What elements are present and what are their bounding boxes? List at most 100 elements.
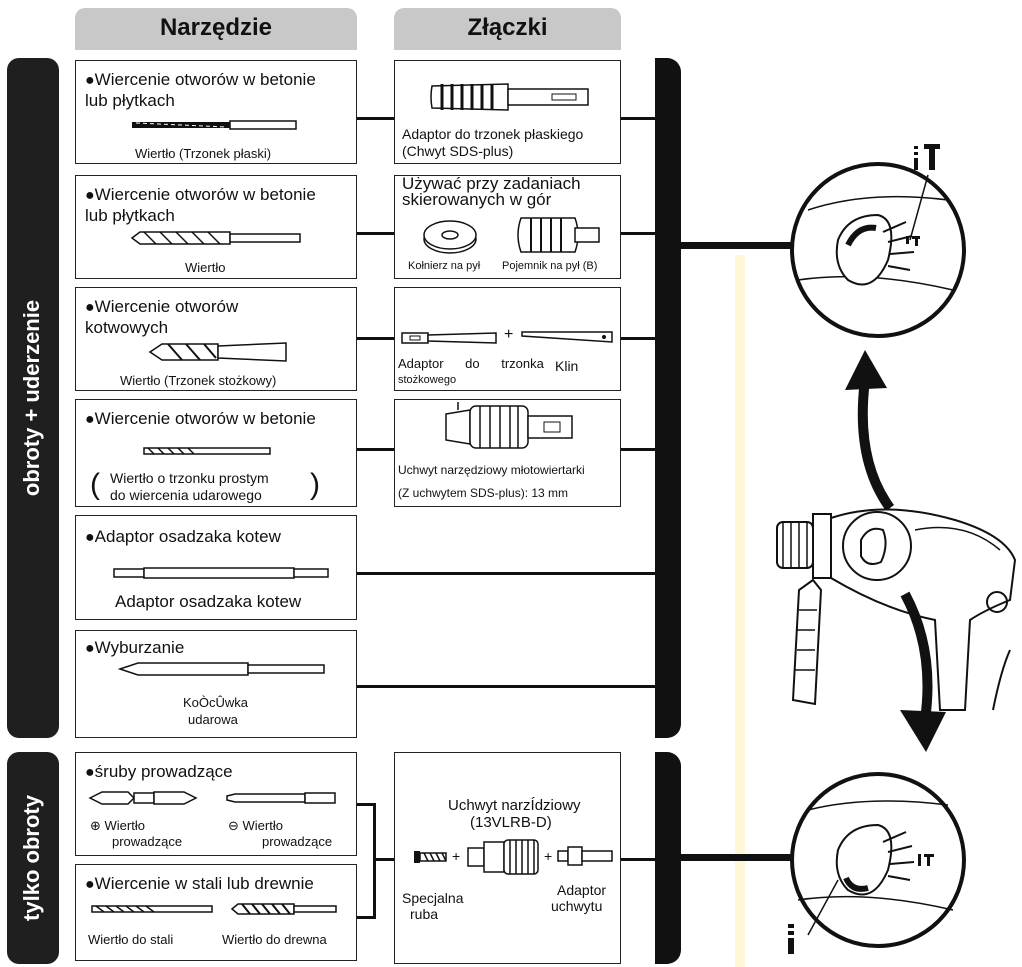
wood-drill-bit-icon bbox=[230, 903, 337, 915]
drill-icon bbox=[776, 508, 1017, 711]
connector bbox=[681, 854, 791, 861]
attachment-caption: stożkowego bbox=[398, 374, 457, 386]
connector bbox=[357, 803, 375, 806]
background-glow bbox=[735, 255, 745, 967]
mode-label-rotation-hammer: obroty + uderzenie bbox=[19, 299, 44, 497]
connector bbox=[357, 572, 657, 575]
attachment-caption: Adaptor do trzonka bbox=[398, 356, 544, 371]
connector bbox=[357, 685, 657, 688]
attachment-caption: (Z uchwytem SDS-plus): 13 mm bbox=[398, 486, 569, 500]
tool-caption: KoÒcÛwka bbox=[183, 695, 249, 710]
attachment-caption: uchwytu bbox=[551, 898, 603, 914]
tool-caption: ⊕ Wiertło bbox=[90, 818, 145, 833]
anchor-setter-adapter-icon bbox=[113, 567, 329, 579]
connector bbox=[357, 337, 394, 340]
attachment-caption: Klin bbox=[555, 358, 579, 374]
tool-caption: do wiercenia udarowego bbox=[110, 487, 262, 503]
tool-title-line2: kotwowych bbox=[85, 318, 169, 337]
arrow-down-icon bbox=[900, 591, 946, 752]
tool-caption: Wiertło do drewna bbox=[222, 932, 327, 947]
tool-caption: prowadzące bbox=[262, 834, 333, 849]
tool-caption: ⊖ Wiertło bbox=[228, 818, 283, 833]
connector bbox=[621, 448, 657, 451]
dust-collector-ring-icon bbox=[423, 220, 477, 254]
bracket bbox=[373, 803, 376, 919]
attachment-caption: Adaptor do trzonek płaskiego bbox=[402, 126, 584, 142]
paren-left: ( bbox=[90, 468, 100, 501]
right-bar-rotation-only bbox=[655, 752, 681, 964]
special-screw-icon bbox=[414, 851, 447, 863]
tool-box-2 bbox=[75, 175, 357, 279]
bull-point-chisel-icon bbox=[117, 662, 325, 676]
sds-flat-drill-bit-icon bbox=[132, 120, 297, 130]
tool-caption: Wiertło o trzonku prostym bbox=[110, 470, 269, 486]
connector bbox=[681, 242, 791, 249]
plus-sign: + bbox=[452, 848, 461, 864]
mode-sidebar-rotation-only bbox=[7, 752, 59, 964]
tool-caption: Wiertło (Trzonek płaski) bbox=[135, 146, 272, 161]
tool-title-line2: lub płytkach bbox=[85, 91, 175, 110]
attachment-caption: Kołnierz na pył bbox=[408, 260, 481, 272]
tool-title: ●Wiercenie otworów bbox=[85, 297, 239, 316]
tool-title: ●Wiercenie otworów w betonie bbox=[85, 70, 316, 89]
tool-title-line2: lub płytkach bbox=[85, 206, 175, 225]
connector bbox=[357, 916, 375, 919]
screwdriver-bit-minus-icon bbox=[226, 792, 336, 804]
keyless-chuck-icon bbox=[467, 839, 539, 875]
attachment-heading: Używać przy zadaniach bbox=[402, 174, 581, 193]
attachment-caption: Specjalna bbox=[402, 890, 464, 906]
connector bbox=[621, 232, 657, 235]
connector bbox=[621, 858, 657, 861]
mode-sidebar-rotation-hammer bbox=[7, 58, 59, 738]
plus-sign: + bbox=[504, 326, 514, 343]
tool-title: ●śruby prowadzące bbox=[85, 762, 233, 781]
drill-mode-icon bbox=[788, 924, 794, 954]
straight-shank-drill-bit-icon bbox=[143, 447, 271, 455]
mode-selector-zoom-drill bbox=[790, 772, 966, 948]
tool-caption: Wiertło do stali bbox=[88, 932, 174, 947]
tool-box-3 bbox=[75, 287, 357, 391]
connector bbox=[357, 117, 394, 120]
arrow-up-icon bbox=[845, 350, 895, 511]
steel-drill-bit-icon bbox=[91, 905, 213, 913]
tool-caption: Wiertło (Trzonek stożkowy) bbox=[120, 373, 277, 388]
tool-title: ●Wiercenie otworów w betonie bbox=[85, 409, 316, 428]
right-bar-rotation-hammer bbox=[655, 58, 681, 738]
connector bbox=[375, 858, 394, 861]
paren-right: ) bbox=[310, 468, 320, 501]
drill-bit-icon bbox=[130, 231, 301, 245]
mode-label-rotation-only: tylko obroty bbox=[19, 795, 44, 921]
tool-caption: Wiertło bbox=[185, 260, 226, 275]
tool-caption: Adaptor osadzaka kotew bbox=[115, 592, 302, 611]
tool-box-1 bbox=[75, 60, 357, 164]
hammer-icon bbox=[914, 144, 940, 170]
attachment-caption: (Chwyt SDS-plus) bbox=[402, 143, 514, 159]
chuck-adapter-icon bbox=[557, 846, 613, 866]
tool-title: ●Wyburzanie bbox=[85, 638, 185, 657]
attachment-caption: Adaptor bbox=[557, 882, 607, 898]
attachment-heading: skierowanych w gór bbox=[402, 190, 552, 209]
connector bbox=[621, 337, 657, 340]
dust-cup-icon bbox=[517, 217, 600, 253]
attachment-box-1 bbox=[394, 60, 621, 164]
tool-box-6 bbox=[75, 630, 357, 738]
plus-sign: + bbox=[544, 848, 553, 864]
screwdriver-bit-plus-icon bbox=[88, 791, 198, 805]
hammer-drill-chuck-icon bbox=[445, 402, 573, 449]
tool-title: ●Wiercenie otworów w betonie bbox=[85, 185, 316, 204]
tool-caption: prowadzące bbox=[112, 834, 183, 849]
header-tool: Narzędzie bbox=[75, 8, 357, 50]
tool-caption: udarowa bbox=[188, 712, 238, 727]
tool-title: ●Wiercenie w stali lub drewnie bbox=[85, 874, 314, 893]
tool-title: ●Adaptor osadzaka kotew bbox=[85, 527, 281, 546]
connector bbox=[357, 232, 394, 235]
attachment-caption: Pojemnik na pył (B) bbox=[502, 260, 598, 272]
connector bbox=[621, 117, 657, 120]
attachment-title: (13VLRB-D) bbox=[470, 814, 552, 831]
attachment-caption: ruba bbox=[410, 906, 439, 922]
flat-shank-adapter-icon bbox=[430, 83, 589, 111]
tapered-drill-bit-icon bbox=[148, 342, 287, 362]
wedge-icon bbox=[521, 331, 613, 343]
header-attachments: Złączki bbox=[394, 8, 621, 50]
attachment-title: Uchwyt narzÍdziowy bbox=[448, 797, 581, 814]
